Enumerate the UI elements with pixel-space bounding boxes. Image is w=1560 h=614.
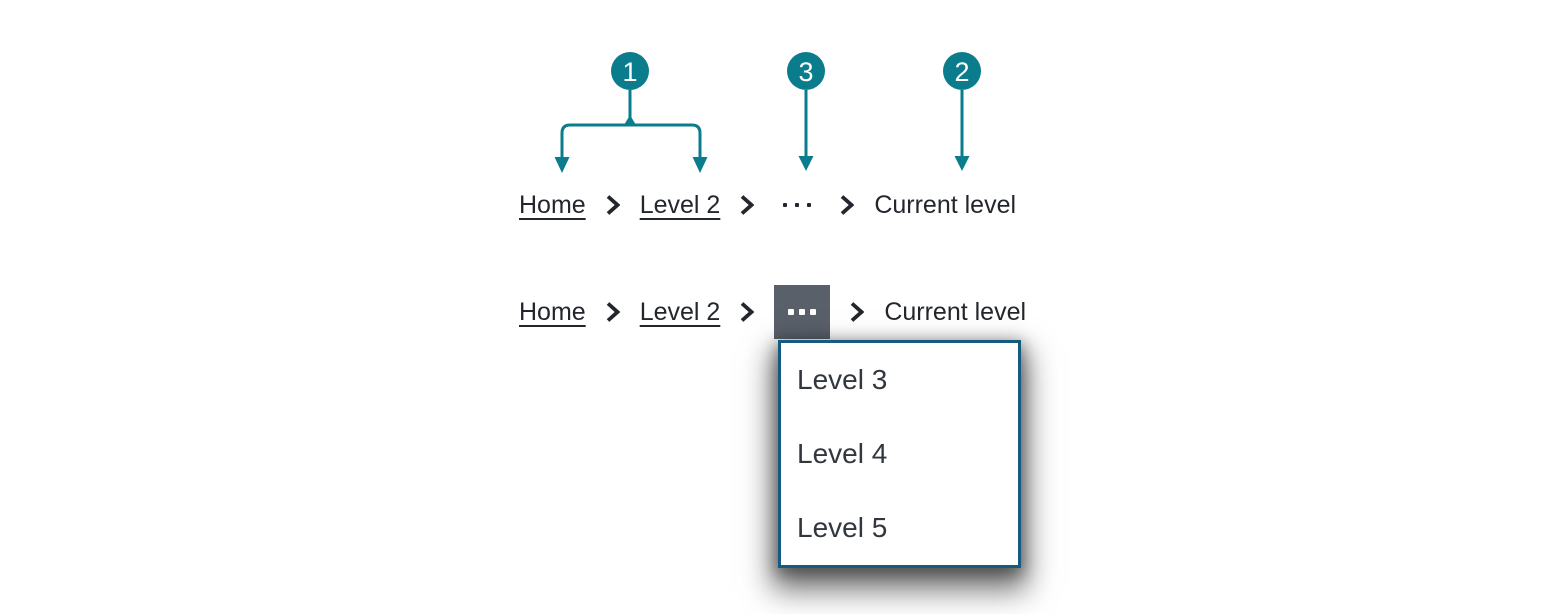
chevron-right-icon: [606, 302, 620, 322]
breadcrumb-link-level2[interactable]: Level 2: [639, 190, 721, 219]
ellipsis-icon: [788, 309, 795, 315]
callout-1-bracket-arrow: [554, 90, 708, 173]
breadcrumb-expanded: Home Level 2 Current level: [519, 285, 1027, 339]
breadcrumb-link-home[interactable]: Home: [519, 297, 586, 326]
callout-1-badge: 1: [611, 52, 649, 90]
chevron-right-icon: [606, 195, 620, 215]
collapsed-levels-ellipsis-icon[interactable]: [774, 190, 820, 220]
dropdown-item-level3[interactable]: Level 3: [797, 364, 888, 395]
callout-2-arrow: [954, 90, 970, 171]
dropdown-item-level4[interactable]: Level 4: [797, 438, 888, 469]
ellipsis-dot: [807, 203, 812, 207]
breadcrumb-overflow-button[interactable]: [774, 285, 831, 339]
chevron-right-icon: [851, 302, 865, 322]
breadcrumb-link-home[interactable]: Home: [519, 190, 586, 219]
ellipsis-icon: [810, 309, 817, 315]
callout-3-number: 3: [798, 57, 813, 87]
chevron-right-icon: [741, 195, 755, 215]
chevron-right-icon: [841, 195, 855, 215]
ellipsis-dot: [783, 203, 788, 207]
ellipsis-icon: [799, 309, 806, 315]
breadcrumb-current-level: Current level: [874, 190, 1017, 219]
breadcrumb-current-level: Current level: [884, 297, 1027, 326]
ellipsis-dot: [795, 203, 800, 207]
callout-1-number: 1: [622, 57, 637, 87]
callout-3-arrow: [798, 90, 814, 171]
callout-3-badge: 3: [787, 52, 825, 90]
breadcrumb-collapsed: Home Level 2 Current level: [519, 190, 1016, 220]
chevron-right-icon: [741, 302, 755, 322]
collapsed-levels-dropdown: Level 3 Level 4 Level 5: [778, 340, 1021, 568]
dropdown-item-level5[interactable]: Level 5: [797, 512, 888, 543]
breadcrumb-link-level2[interactable]: Level 2: [639, 297, 721, 326]
callout-2-badge: 2: [943, 52, 981, 90]
callout-2-number: 2: [954, 57, 969, 87]
